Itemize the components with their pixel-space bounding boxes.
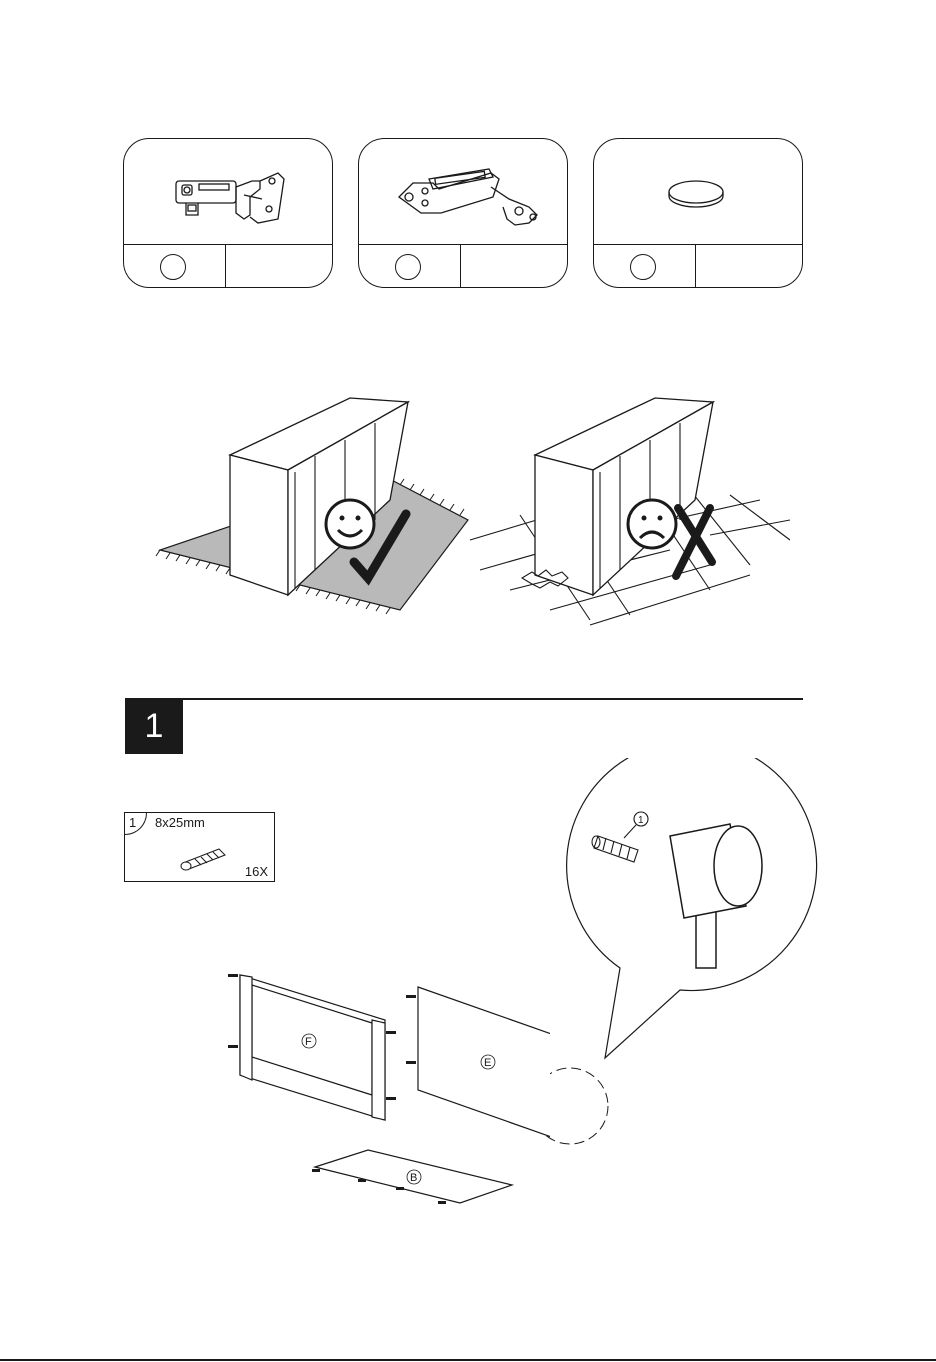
panel-assembly: F E B [220, 965, 550, 1215]
step-number: 1 [125, 698, 183, 754]
hardware-card-flap-hinge [358, 138, 568, 288]
cabinet-hinge-icon [124, 139, 333, 288]
fitting-index: 1 [129, 815, 136, 830]
smiley-face-icon [326, 500, 374, 548]
hardware-card-hinge [123, 138, 333, 288]
panel-e-label: E [484, 1057, 491, 1069]
quantity-circle [160, 254, 186, 280]
bumper-pad-icon [594, 139, 803, 288]
callout-index: 1 [638, 815, 644, 826]
flap-hinge-icon [359, 139, 568, 288]
quantity-circle [630, 254, 656, 280]
work-surface-illustration [150, 390, 790, 640]
panel-f-label: F [305, 1036, 312, 1048]
wooden-dowel-icon [175, 841, 235, 871]
detail-callout: 1 [520, 758, 830, 1158]
hardware-card-bumper [593, 138, 803, 288]
sad-face-icon [628, 500, 676, 548]
good-surface [156, 398, 468, 614]
fitting-quantity: 16X [245, 864, 268, 879]
fitting-box: 1 8x25mm 16X [124, 812, 275, 882]
step-divider [125, 698, 803, 700]
panel-b-label: B [410, 1172, 417, 1184]
bad-surface [470, 398, 790, 625]
page-bottom-rule [0, 1359, 936, 1361]
fitting-size: 8x25mm [155, 815, 205, 830]
quantity-circle [395, 254, 421, 280]
